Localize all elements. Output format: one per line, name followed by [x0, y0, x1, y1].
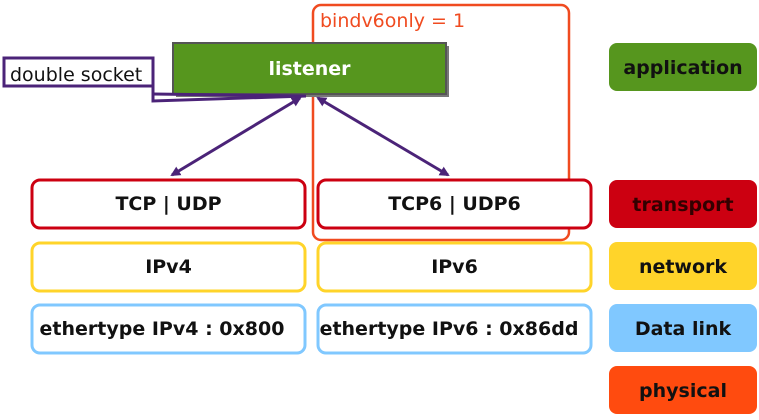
bindv6only-frame: [311, 3, 571, 242]
left-datalink-label: ethertype IPv4 : 0x800: [40, 318, 285, 340]
legend-network-label: network: [639, 256, 727, 278]
legend-application: [609, 43, 757, 91]
listener-box: [172, 42, 447, 95]
left-transport-box: [30, 178, 307, 230]
legend-transport-label: transport: [632, 194, 733, 216]
double-socket-callout-pointer: [152, 92, 307, 98]
listener-label: listener: [268, 58, 351, 80]
right-datalink-label: ethertype IPv6 : 0x86dd: [320, 318, 579, 340]
legend-physical-label: physical: [639, 380, 727, 402]
left-network-label: IPv4: [145, 256, 192, 278]
legend-network: [609, 242, 757, 290]
left-datalink-box: [30, 303, 307, 355]
legend-datalink-label: Data link: [635, 318, 732, 340]
bindv6only-label: bindv6only = 1: [320, 10, 465, 32]
left-network-box: [30, 241, 307, 293]
legend-datalink: [609, 304, 757, 352]
double-socket-label: double socket: [10, 64, 142, 86]
right-network-box: [316, 241, 593, 293]
double-headed-arrow-left-icon: [170, 96, 302, 177]
right-datalink-box: [316, 303, 593, 355]
legend-transport: [609, 180, 757, 228]
double-headed-arrow-right-icon: [316, 96, 450, 177]
legend-physical: [609, 366, 757, 414]
right-transport-box: [316, 178, 593, 230]
left-transport-label: TCP | UDP: [115, 193, 221, 215]
right-transport-label: TCP6 | UDP6: [388, 193, 521, 215]
right-network-label: IPv6: [431, 256, 478, 278]
legend-application-label: application: [623, 57, 742, 79]
